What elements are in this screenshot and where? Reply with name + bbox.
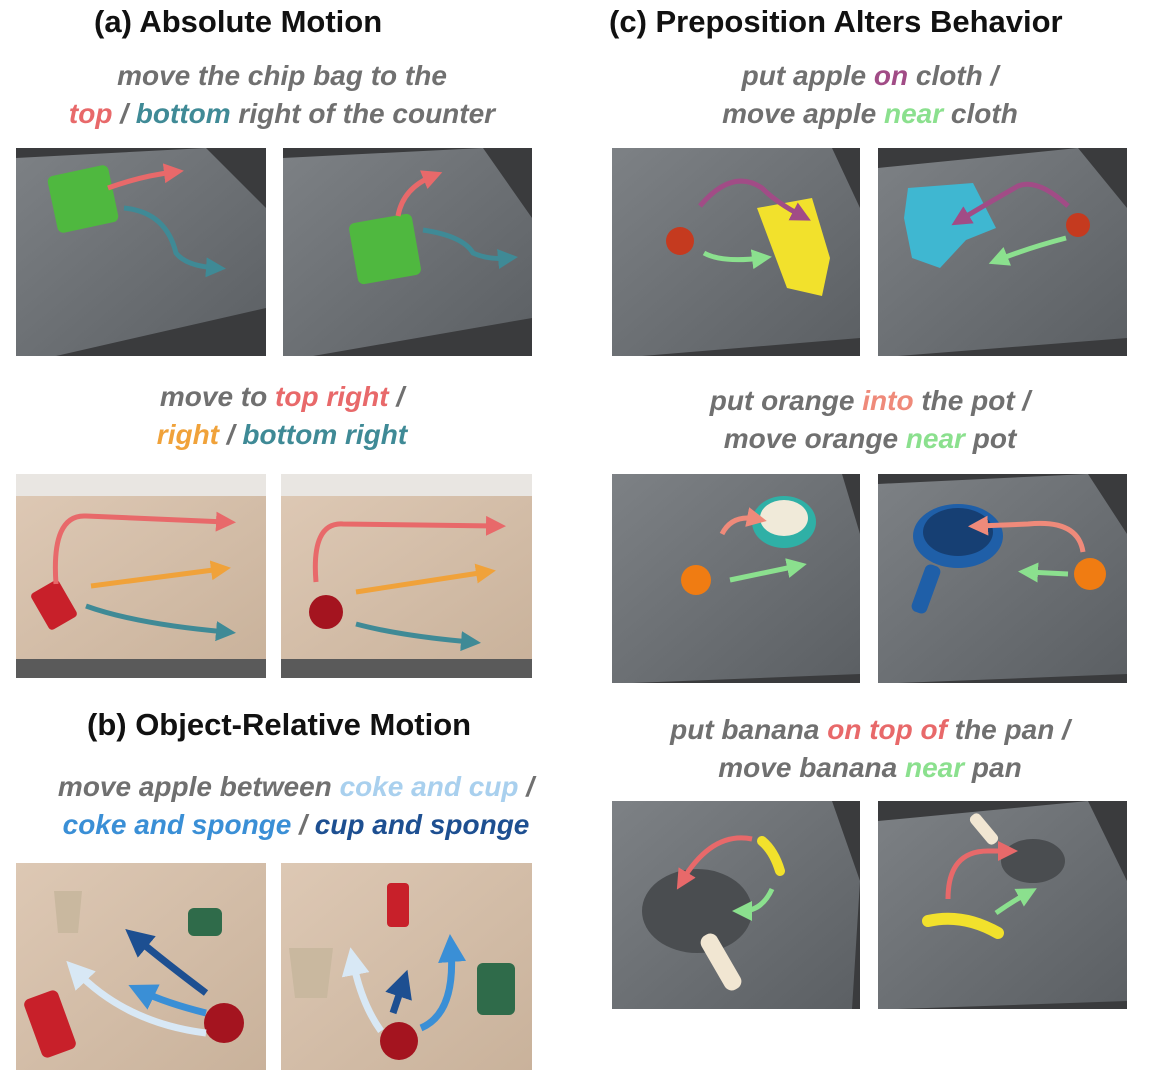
photo-pan-1 [612, 801, 860, 1009]
word-coke-sponge: coke and sponge [62, 809, 292, 840]
word-into: into [862, 385, 914, 416]
caption-sep: / [112, 98, 136, 129]
caption-text: move orange [723, 423, 906, 454]
word-on-top-of: on top of [827, 714, 947, 745]
photo-cloth-blue [878, 148, 1127, 356]
caption-line: put orange into the pot / [610, 382, 1130, 420]
caption-line: put apple on cloth / [610, 57, 1130, 95]
caption-line: move to top right / [22, 378, 542, 416]
caption-sep: / [518, 771, 535, 802]
caption-text: the pan / [946, 714, 1070, 745]
caption-text: put banana [670, 714, 828, 745]
caption-line: move orange near pot [610, 420, 1130, 458]
caption-text: right of the counter [230, 98, 496, 129]
word-cup-sponge: cup and sponge [314, 809, 530, 840]
photo-table-apple [281, 474, 532, 678]
word-top-right: top right [275, 381, 389, 412]
caption-text: the pot / [913, 385, 1031, 416]
word-near: near [905, 752, 965, 783]
word-bottom: bottom [135, 98, 231, 129]
caption-chip-bag: move the chip bag to the top / bottom ri… [22, 57, 542, 133]
photo-between-1 [16, 863, 266, 1070]
photo-pot-blue [878, 474, 1127, 683]
caption-line: move the chip bag to the [117, 60, 447, 91]
word-bottom-right: bottom right [242, 419, 408, 450]
word-top: top [68, 98, 113, 129]
caption-sep: / [388, 381, 405, 412]
photo-cloth-yellow [612, 148, 860, 356]
caption-move-to: move to top right / right / bottom right [22, 378, 542, 454]
caption-text: move apple [722, 98, 884, 129]
photo-chip-bag-1 [16, 148, 266, 356]
caption-text: move to [159, 381, 276, 412]
caption-text: put orange [709, 385, 863, 416]
caption-sep: / [219, 419, 243, 450]
section-c-title: (c) Preposition Alters Behavior [609, 4, 1063, 39]
caption-cloth: put apple on cloth / move apple near clo… [610, 57, 1130, 133]
caption-pan: put banana on top of the pan / move bana… [610, 711, 1130, 787]
caption-between: move apple between coke and cup / coke a… [16, 768, 576, 844]
caption-sep: / [291, 809, 315, 840]
caption-text: move apple between [57, 771, 340, 802]
caption-line: move apple near cloth [610, 95, 1130, 133]
caption-text: pan [964, 752, 1022, 783]
caption-pot: put orange into the pot / move orange ne… [610, 382, 1130, 458]
caption-line: top / bottom right of the counter [22, 95, 542, 133]
photo-table-can [16, 474, 266, 678]
caption-text: move banana [718, 752, 905, 783]
caption-text: pot [964, 423, 1017, 454]
caption-line: move apple between coke and cup / [16, 768, 576, 806]
caption-line: right / bottom right [22, 416, 542, 454]
section-b-title: (b) Object-Relative Motion [87, 707, 472, 742]
photo-between-2 [281, 863, 532, 1070]
caption-text: put apple [741, 60, 874, 91]
section-a-title: (a) Absolute Motion [94, 4, 383, 39]
caption-line: move banana near pan [610, 749, 1130, 787]
photo-pot-green [612, 474, 860, 683]
word-coke-cup: coke and cup [339, 771, 519, 802]
caption-line: put banana on top of the pan / [610, 711, 1130, 749]
photo-chip-bag-2 [283, 148, 532, 356]
caption-text: cloth [943, 98, 1018, 129]
word-near: near [884, 98, 944, 129]
photo-pan-2 [878, 801, 1127, 1009]
word-on: on [873, 60, 909, 91]
word-near: near [905, 423, 965, 454]
word-right: right [156, 419, 220, 450]
caption-text: cloth / [908, 60, 999, 91]
caption-line: coke and sponge / cup and sponge [16, 806, 576, 844]
